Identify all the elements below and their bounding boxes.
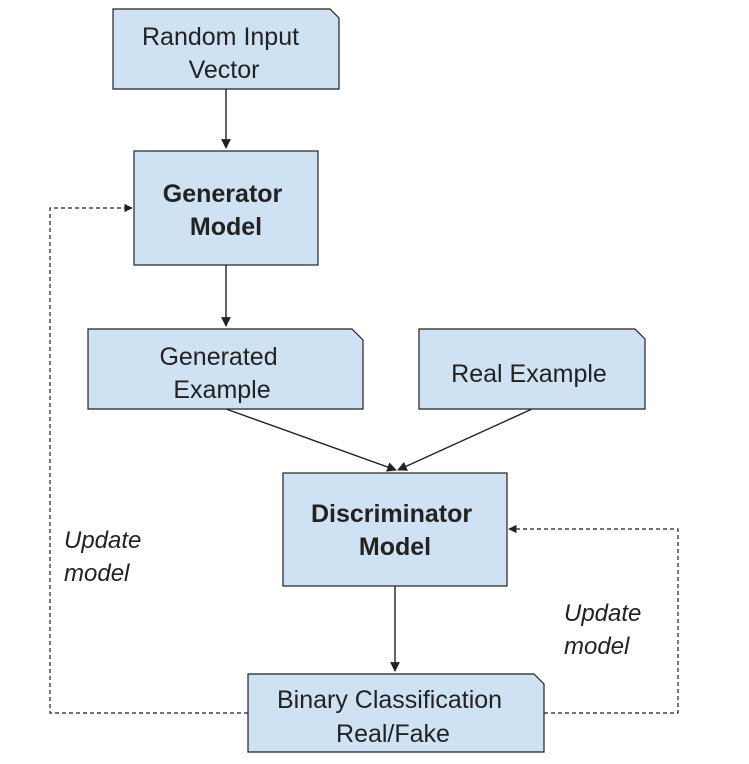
node-binary-classification: Binary Classification Real/Fake [247, 673, 545, 753]
label-line: Update [564, 600, 641, 627]
label-update-model-left: Update model [64, 527, 148, 587]
node-label-line: Generator [163, 180, 283, 208]
svg-text:Discriminator Model: Discriminator Model [311, 500, 479, 561]
label-line: model [564, 633, 630, 660]
edge-generated-to-discriminator [225, 408, 397, 472]
node-generator-model: Generator Model [133, 150, 319, 266]
svg-text:Real Example: Real Example [451, 360, 607, 388]
svg-text:Generated Example: Generated Example [159, 343, 284, 404]
node-random-input-vector: Random Input Vector [112, 8, 340, 90]
label-line: Update [64, 527, 141, 554]
node-label-line: Real/Fake [336, 720, 450, 748]
node-label-line: Model [190, 213, 262, 241]
edge-update-generator [49, 203, 248, 714]
node-label-line: Discriminator [311, 500, 472, 528]
edge-real-to-discriminator [397, 408, 533, 471]
node-label-line: Vector [189, 56, 260, 84]
node-discriminator-model: Discriminator Model [282, 472, 508, 587]
label-update-model-right: Update model [564, 600, 648, 660]
node-generated-example: Generated Example [87, 328, 364, 410]
svg-text:Binary Classification Re: Binary Classification Real/Fake [277, 686, 509, 748]
svg-text:Random Input Vector: Random Input Vector [142, 23, 306, 84]
node-label-line: Real Example [451, 360, 607, 388]
node-label-line: Model [359, 533, 431, 561]
node-label-line: Random Input [142, 23, 299, 51]
edge-update-discriminator [508, 524, 679, 714]
svg-text:Generator Model: Generator Model [163, 180, 289, 241]
node-label-line: Generated [159, 343, 277, 371]
node-label-line: Example [173, 376, 270, 404]
node-real-example: Real Example [418, 328, 646, 410]
label-line: model [64, 560, 130, 587]
node-label-line: Binary Classification [277, 686, 502, 714]
